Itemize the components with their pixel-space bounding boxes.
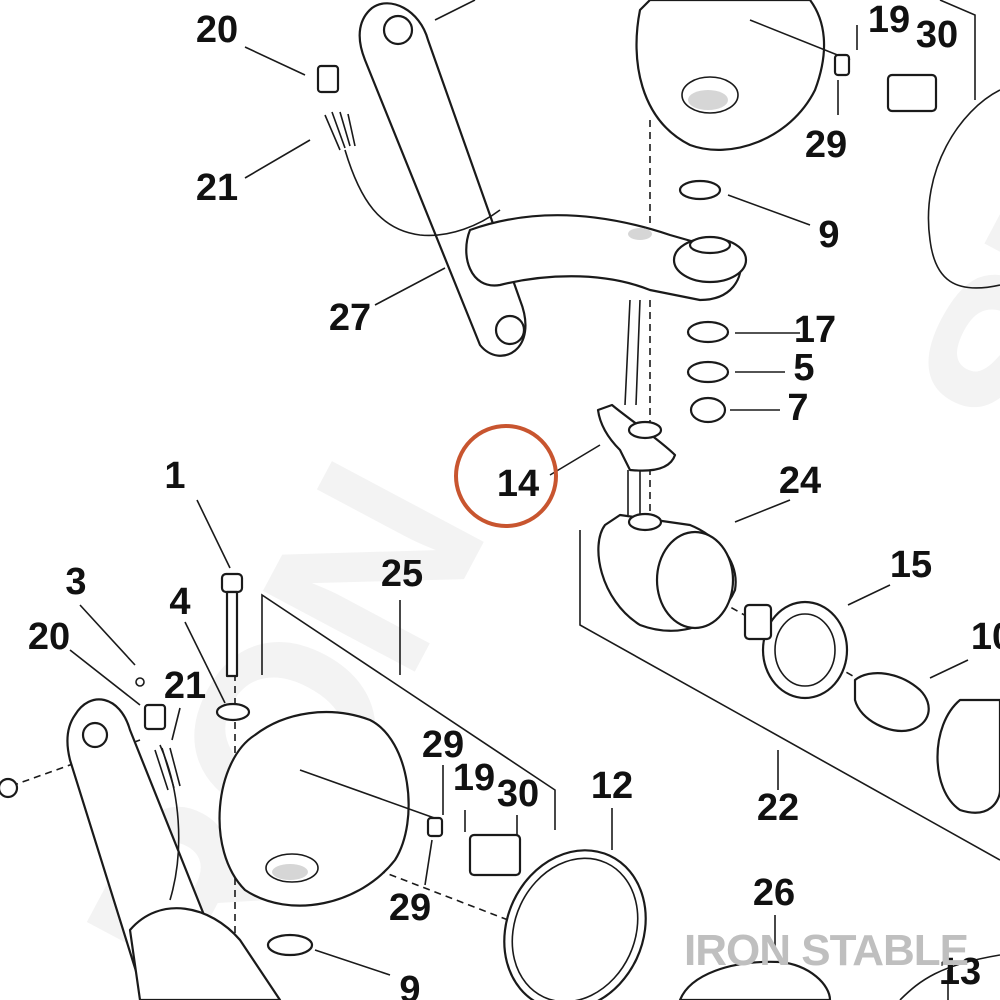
edge-bracket-lower-right (899, 954, 1000, 1000)
callout-7: 7 (787, 387, 808, 429)
auxiliary-lamp (678, 960, 832, 1000)
callout-19-lower: 19 (453, 757, 495, 799)
callout-9-upper: 9 (818, 214, 839, 256)
callout-19-upper: 19 (868, 0, 910, 41)
callout-13: 13 (939, 951, 981, 993)
lens-ring-lower (503, 849, 647, 1000)
callout-3: 3 (65, 561, 86, 603)
callout-4: 4 (169, 581, 190, 623)
callout-5: 5 (793, 347, 814, 389)
group-brackets (261, 0, 1000, 861)
callout-30-lower: 30 (497, 773, 539, 815)
callout-22: 22 (757, 787, 799, 829)
callout-20-upper: 20 (196, 9, 238, 51)
connector-upper (316, 64, 356, 151)
callout-29-mid: 29 (422, 724, 464, 766)
callout-14: 14 (497, 463, 539, 505)
connector-pins-upper (749, 19, 938, 113)
callout-26: 26 (753, 872, 795, 914)
callout-labels: 20 21 27 19 30 29 9 17 5 7 14 24 15 10 1… (28, 0, 1000, 1000)
callout-29-upper: 29 (805, 124, 847, 166)
callout-30-upper: 30 (916, 14, 958, 56)
mounting-bracket-lower (0, 698, 282, 1000)
lens-ring-upper (927, 89, 1000, 289)
headlamp-housing-lower (218, 711, 522, 957)
callout-17: 17 (794, 309, 836, 351)
wire-harness-upper (344, 149, 501, 237)
connector-lower (135, 677, 181, 901)
callout-12: 12 (591, 765, 633, 807)
callout-20-lower: 20 (28, 616, 70, 658)
signal-stem (596, 299, 677, 515)
callout-9-lower: 9 (399, 969, 420, 1000)
leader-lines (69, 0, 969, 1000)
bolt-and-washer (215, 572, 251, 722)
callout-29-lower: 29 (389, 887, 431, 929)
callout-25: 25 (381, 553, 423, 595)
callout-24: 24 (779, 460, 821, 502)
callout-27: 27 (329, 297, 371, 339)
callout-15: 15 (890, 544, 932, 586)
mounting-bracket-upper (358, 2, 743, 357)
headlamp-housing-upper (635, 0, 826, 284)
watermark-text: IRON STABLE (684, 926, 968, 975)
callout-1: 1 (164, 455, 185, 497)
hardware-stack (686, 320, 730, 424)
highlight-circle (454, 424, 558, 528)
callout-21-lower: 21 (164, 665, 206, 707)
callout-10: 10 (971, 616, 1000, 658)
turn-signal-assembly (597, 512, 1000, 814)
callout-21-upper: 21 (196, 167, 238, 209)
